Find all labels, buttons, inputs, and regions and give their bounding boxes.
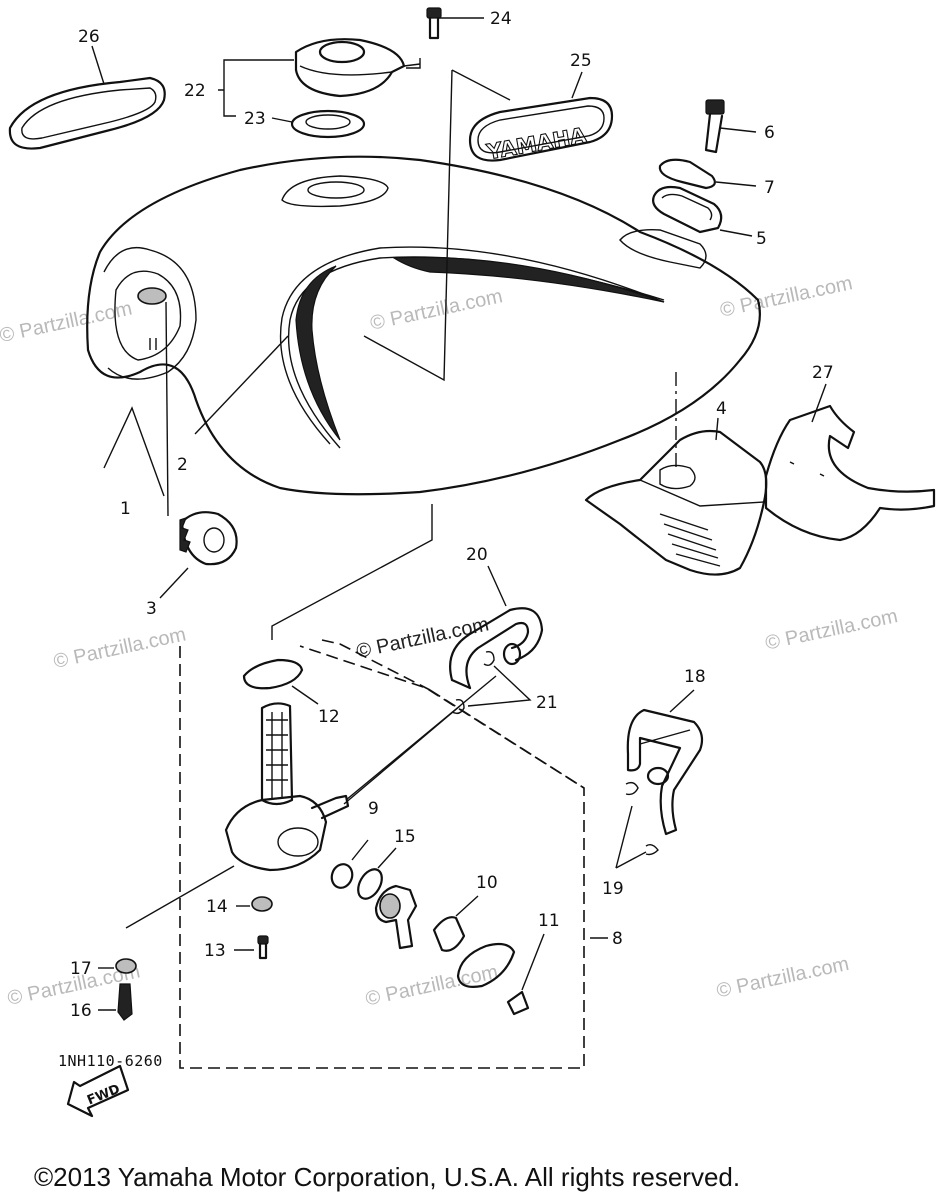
part-8-fuel-cock-assy-box [179,645,585,1069]
part-1-fuel-tank [86,155,761,496]
part-13-screw [234,935,269,960]
callout-16: 16 [70,1001,92,1021]
callout-6: 6 [764,123,775,143]
callout-22: 22 [184,81,206,101]
watermark: © Partzilla.com [368,285,504,335]
part-26-gasket [8,76,166,150]
lever [374,884,418,950]
callout-18: 18 [684,667,706,687]
watermark: © Partzilla.com [763,605,899,655]
part-19-clips [615,781,659,869]
part-10-gasket [432,916,466,952]
part-27-side-cover [764,404,936,542]
emblem-text: YAMAHA [484,123,589,164]
callout-1: 1 [120,499,131,519]
watermark: © Partzilla.com [52,623,188,673]
fwd-label: FWD [85,1082,122,1109]
callout-9: 9 [368,799,379,819]
callout-11: 11 [538,911,560,931]
callout-24: 24 [490,9,512,29]
callout-21: 21 [536,693,558,713]
callout-17: 17 [70,959,92,979]
callout-15: 15 [394,827,416,847]
part-24-screw [426,7,442,40]
part-20-hose [449,607,544,690]
part-7-plate [658,158,716,190]
callout-23: 23 [244,109,266,129]
callout-14: 14 [206,897,228,917]
fuel-cock [224,675,497,872]
callout-12: 12 [318,707,340,727]
callout-3: 3 [146,599,157,619]
watermark: © Partzilla.com [715,953,851,1003]
part-17-washer [98,958,137,974]
watermark: © Partzilla.com [718,272,854,322]
part-6-bolt [704,99,725,154]
diagram-code: 1NH110-6260 [58,1052,163,1070]
part-25-emblem: YAMAHA [468,96,614,165]
callout-5: 5 [756,229,767,249]
part-3-knob [179,511,238,566]
part-21-clamps [451,650,532,715]
part-9-washer [330,863,354,889]
part-22-fuel-cap [294,38,421,98]
callout-2: 2 [177,455,188,475]
copyright-notice: ©2013 Yamaha Motor Corporation, U.S.A. A… [34,1162,741,1192]
callout-19: 19 [602,879,624,899]
part-15-o-ring [357,868,383,900]
fwd-arrow-icon: FWD [66,1064,130,1118]
part-5-grommet [652,185,723,234]
watermark: © Partzilla.com [0,298,134,348]
callout-27: 27 [812,363,834,383]
callout-26: 26 [78,27,100,47]
part-11-screw [506,933,545,1016]
part-14-nut [236,896,273,912]
part-18-vent-hose [626,708,704,836]
callout-13: 13 [204,941,226,961]
callout-7: 7 [764,178,775,198]
part-23-cap-gasket [290,109,366,139]
callout-4: 4 [716,399,727,419]
cover-plate [456,942,516,988]
callout-20: 20 [466,545,488,565]
callout-8: 8 [612,929,623,949]
callout-labels: 1 2 3 4 5 6 7 8 9 10 11 12 13 14 15 16 1… [70,9,834,1021]
part-12-gasket [242,658,304,690]
callout-10: 10 [476,873,498,893]
part-16-bolt [98,983,133,1021]
part-4-heat-shield [584,429,768,576]
callout-25: 25 [570,51,592,71]
